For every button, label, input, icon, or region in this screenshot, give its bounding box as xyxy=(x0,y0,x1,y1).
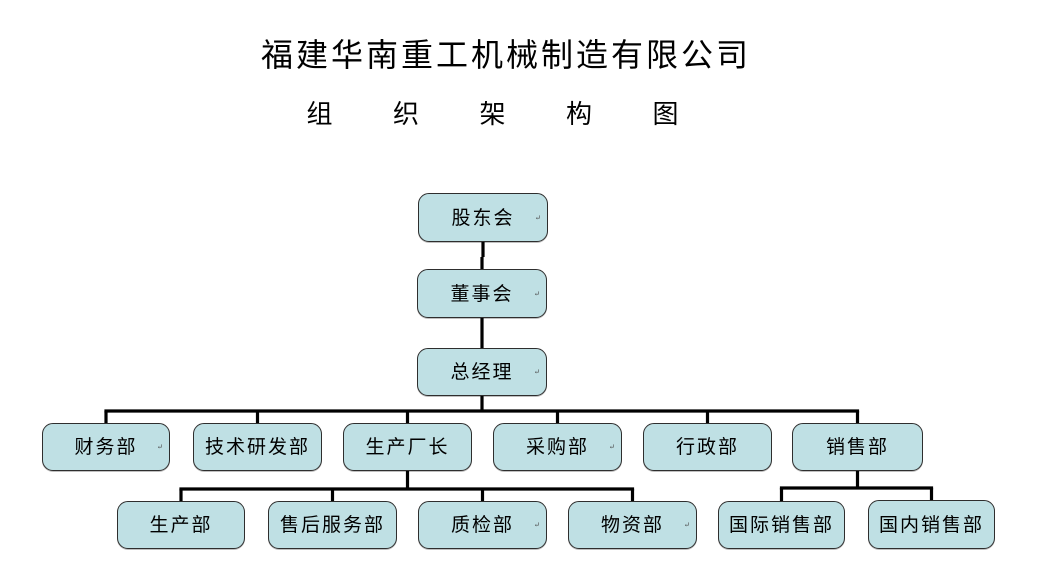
org-node-xingzhengbu: 行政部 xyxy=(643,423,772,471)
org-node-label: 生产部 xyxy=(149,515,213,536)
company-title: 福建华南重工机械制造有限公司 xyxy=(260,37,751,73)
paragraph-mark-icon: ↵ xyxy=(534,520,541,529)
org-node-label: 国内销售部 xyxy=(878,514,984,536)
paragraph-mark-icon: ↵ xyxy=(609,442,616,451)
org-node-wuzibu: 物资部 ↵ xyxy=(568,501,697,549)
org-node-shengchan-changzhang: 生产厂长 xyxy=(343,423,472,471)
paragraph-mark-icon: ↵ xyxy=(157,442,164,451)
chart-subtitle: 组 织 架 构 图 xyxy=(306,100,706,129)
org-node-shouhou-fuwubu: 售后服务部 xyxy=(268,501,397,549)
paragraph-mark-icon: ↵ xyxy=(684,520,691,529)
org-node-label: 技术研发部 xyxy=(204,437,310,458)
org-node-shengchanbu: 生产部 xyxy=(117,501,245,549)
org-node-label: 国际销售部 xyxy=(728,515,834,536)
org-node-label: 质检部 xyxy=(450,515,514,536)
paragraph-mark-icon: ↵ xyxy=(534,289,541,298)
org-node-label: 财务部 xyxy=(74,437,138,458)
org-node-caiwubu: 财务部 ↵ xyxy=(42,423,170,471)
org-node-label: 采购部 xyxy=(525,437,589,458)
org-node-jishu-yanfabu: 技术研发部 xyxy=(193,423,322,471)
org-node-guonei-xiaoshoubu: 国内销售部 xyxy=(868,500,995,549)
org-node-guoji-xiaoshoubu: 国际销售部 xyxy=(718,501,845,549)
org-node-label: 行政部 xyxy=(675,437,739,458)
org-node-label: 售后服务部 xyxy=(279,515,385,536)
paragraph-mark-icon: ↵ xyxy=(535,213,542,222)
org-node-dongshihui: 董事会 ↵ xyxy=(417,269,547,318)
org-node-label: 销售部 xyxy=(825,437,889,458)
org-node-caigoubu: 采购部 ↵ xyxy=(493,423,622,471)
paragraph-mark-icon: ↵ xyxy=(534,367,541,376)
org-node-label: 股东会 xyxy=(451,207,515,229)
org-node-gudonghui: 股东会 ↵ xyxy=(418,193,548,242)
org-node-label: 生产厂长 xyxy=(365,437,450,458)
org-node-zongjingli: 总经理 ↵ xyxy=(417,348,547,396)
org-node-label: 物资部 xyxy=(600,515,664,536)
org-node-label: 董事会 xyxy=(450,283,514,305)
org-node-zhijianbu: 质检部 ↵ xyxy=(418,501,547,549)
org-node-xiaoshoubu: 销售部 xyxy=(792,423,923,471)
org-node-label: 总经理 xyxy=(450,362,514,383)
